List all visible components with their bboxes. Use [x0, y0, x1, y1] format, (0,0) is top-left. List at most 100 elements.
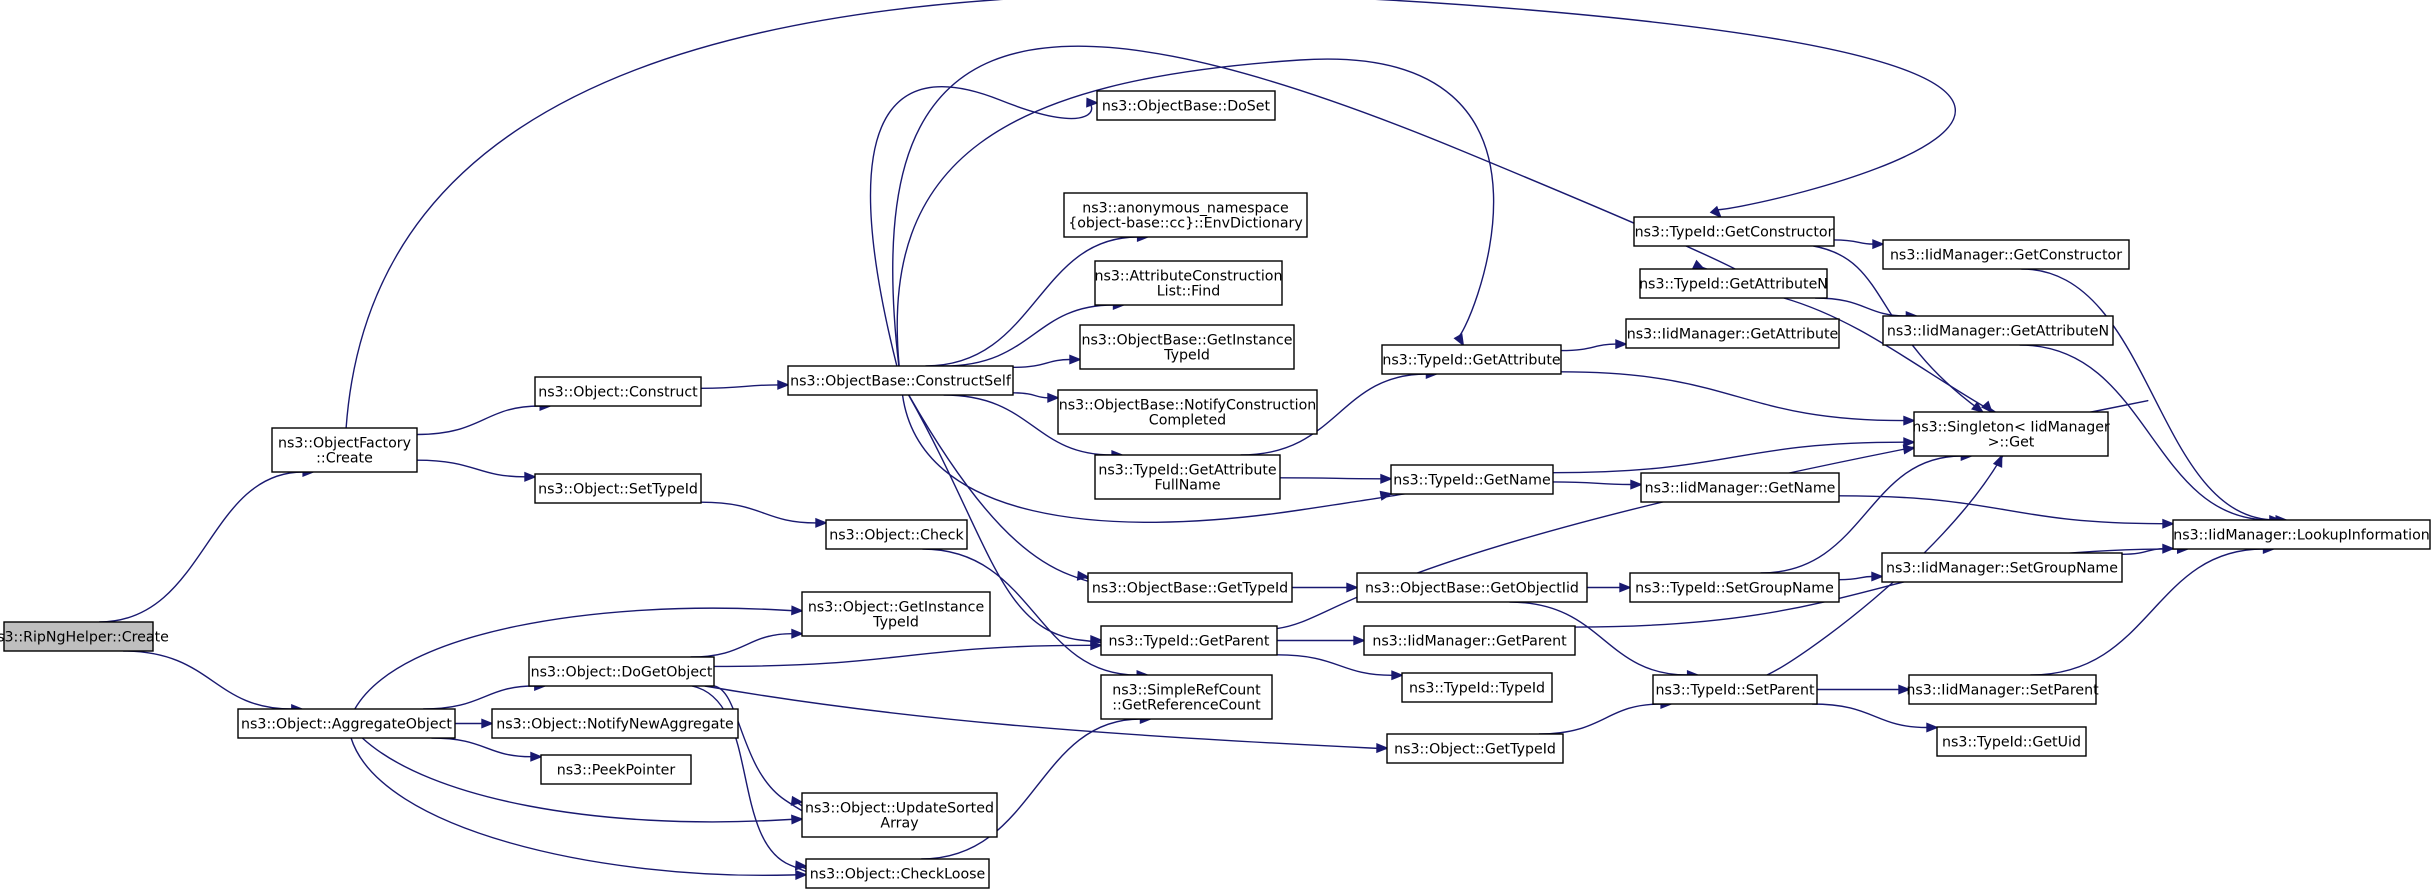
node-box[interactable]: [1882, 239, 2130, 270]
node-peekpointer[interactable]: ns3::PeekPointer: [540, 754, 692, 785]
node-box[interactable]: [1381, 344, 1562, 375]
node-box[interactable]: [1087, 572, 1293, 603]
node-box[interactable]: [1640, 472, 1840, 503]
node-singleton-iidmanager-get[interactable]: ns3::Singleton< IidManager >::Get: [1912, 411, 2110, 457]
edge-construct-to-constructself: [700, 379, 790, 390]
node-box[interactable]: [825, 519, 968, 550]
node-box[interactable]: [1386, 733, 1564, 764]
node-box[interactable]: [1094, 260, 1283, 306]
node-objectbase-getobjectiid[interactable]: ns3::ObjectBase::GetObjectIid: [1356, 572, 1588, 603]
edge-line: [1560, 343, 1617, 352]
node-box[interactable]: [491, 708, 739, 739]
node-box[interactable]: [1401, 672, 1553, 703]
node-box[interactable]: [540, 754, 692, 785]
node-object-checkloose[interactable]: ns3::Object::CheckLoose: [805, 858, 990, 889]
node-box[interactable]: [1100, 674, 1273, 720]
edge-iid_getconstructor-to-lookup: [2021, 268, 2289, 526]
node-object-gettypeid[interactable]: ns3::Object::GetTypeId: [1386, 733, 1564, 764]
node-label: ns3::Object::AggregateObject: [241, 717, 452, 733]
edge-line: [1538, 703, 1662, 735]
edge-constructself-to-notifyconstr: [1012, 392, 1060, 403]
node-iidmanager-lookupinformation[interactable]: ns3::IidManager::LookupInformation: [2172, 519, 2431, 550]
node-objectfactory-create[interactable]: ns3::ObjectFactory::Create: [271, 427, 418, 473]
node-box[interactable]: [1390, 464, 1554, 495]
edge-line: [700, 384, 779, 389]
nodes-layer: ns3::RipNgHelper::Create ns3::ObjectFacto…: [0, 90, 2431, 889]
node-object-settypeid[interactable]: ns3::Object::SetTypeId: [534, 473, 702, 504]
node-envdictionary[interactable]: ns3::anonymous_namespace{object-base::cc…: [1063, 192, 1308, 238]
node-box[interactable]: [1096, 90, 1276, 121]
node-box[interactable]: [1908, 674, 2097, 705]
node-typeid-getattribute[interactable]: ns3::TypeId::GetAttribute: [1381, 344, 1562, 375]
node-iidmanager-getparent[interactable]: ns3::IidManager::GetParent: [1363, 625, 1576, 656]
edge-dogetobject-to-obj_gettypeid: [704, 685, 1495, 755]
node-object-dogetobject[interactable]: ns3::Object::DoGetObject: [528, 656, 715, 687]
node-box[interactable]: [1652, 674, 1818, 705]
node-ripnghelper-create[interactable]: ns3::RipNgHelper::Create: [0, 621, 169, 652]
node-iidmanager-getname[interactable]: ns3::IidManager::GetName: [1640, 472, 1840, 503]
node-box[interactable]: [2172, 519, 2431, 550]
node-box[interactable]: [3, 621, 154, 652]
node-box[interactable]: [271, 427, 418, 473]
node-typeid-getparent[interactable]: ns3::TypeId::GetParent: [1100, 625, 1278, 656]
node-label: ns3::IidManager::GetAttribute: [1627, 327, 1839, 343]
node-box[interactable]: [1057, 389, 1318, 435]
node-box[interactable]: [1356, 572, 1588, 603]
node-box[interactable]: [801, 591, 991, 637]
node-iidmanager-getconstructor[interactable]: ns3::IidManager::GetConstructor: [1882, 239, 2130, 270]
node-typeid-getconstructor[interactable]: ns3::TypeId::GetConstructor: [1633, 216, 1835, 247]
node-iidmanager-setparent[interactable]: ns3::IidManager::SetParent: [1906, 674, 2099, 705]
node-objectbase-constructself[interactable]: ns3::ObjectBase::ConstructSelf: [787, 365, 1014, 396]
node-box[interactable]: [1100, 625, 1278, 656]
node-box[interactable]: [534, 376, 702, 407]
node-box[interactable]: [1079, 324, 1295, 370]
node-label: Array: [880, 816, 918, 832]
node-simplerefcount-getreferencecount[interactable]: ns3::SimpleRefCount::GetReferenceCount: [1100, 674, 1273, 720]
node-typeid-getuid[interactable]: ns3::TypeId::GetUid: [1936, 726, 2087, 757]
edge-line: [431, 737, 532, 758]
node-typeid-setgroupname[interactable]: ns3::TypeId::SetGroupName: [1629, 572, 1840, 603]
node-box[interactable]: [1881, 552, 2123, 583]
node-box[interactable]: [787, 365, 1014, 396]
node-object-construct[interactable]: ns3::Object::Construct: [534, 376, 702, 407]
node-iidmanager-setgroupname[interactable]: ns3::IidManager::SetGroupName: [1881, 552, 2123, 583]
node-iidmanager-getattributen[interactable]: ns3::IidManager::GetAttributeN: [1882, 315, 2114, 346]
node-typeid-typeid[interactable]: ns3::TypeId::TypeId: [1401, 672, 1553, 703]
node-label: ns3::Object::GetTypeId: [1394, 742, 1556, 758]
node-box[interactable]: [1063, 192, 1308, 238]
node-object-aggregateobject[interactable]: ns3::Object::AggregateObject: [237, 708, 456, 739]
node-objectbase-notifyconstructioncompleted[interactable]: ns3::ObjectBase::NotifyConstructionCompl…: [1057, 389, 1318, 435]
node-box[interactable]: [1094, 454, 1281, 500]
node-box[interactable]: [1882, 315, 2114, 346]
node-box[interactable]: [1629, 572, 1840, 603]
node-typeid-getattributen[interactable]: ns3::TypeId::GetAttributeN: [1639, 268, 1828, 299]
node-box[interactable]: [1633, 216, 1835, 247]
node-box[interactable]: [1913, 411, 2109, 457]
edge-aggregate-to-notifynewagg: [455, 718, 494, 729]
node-label: ns3::TypeId::GetAttributeN: [1639, 277, 1828, 293]
edge-arrowhead: [481, 718, 494, 729]
node-box[interactable]: [805, 858, 990, 889]
node-box[interactable]: [237, 708, 456, 739]
node-box[interactable]: [1363, 625, 1576, 656]
node-iidmanager-getattribute[interactable]: ns3::IidManager::GetAttribute: [1625, 318, 1840, 349]
node-typeid-setparent[interactable]: ns3::TypeId::SetParent: [1652, 674, 1818, 705]
edge-arrowhead: [1090, 640, 1103, 651]
node-objectbase-gettypeid[interactable]: ns3::ObjectBase::GetTypeId: [1087, 572, 1293, 603]
node-box[interactable]: [528, 656, 715, 687]
node-box[interactable]: [1625, 318, 1840, 349]
node-label: ::GetReferenceCount: [1112, 698, 1261, 714]
node-box[interactable]: [534, 473, 702, 504]
node-objectbase-doset[interactable]: ns3::ObjectBase::DoSet: [1096, 90, 1276, 121]
node-box[interactable]: [801, 792, 998, 838]
node-object-check[interactable]: ns3::Object::Check: [825, 519, 968, 550]
node-object-notifynewaggregate[interactable]: ns3::Object::NotifyNewAggregate: [491, 708, 739, 739]
node-typeid-getname[interactable]: ns3::TypeId::GetName: [1390, 464, 1554, 495]
node-box[interactable]: [1639, 268, 1828, 299]
node-box[interactable]: [1936, 726, 2087, 757]
